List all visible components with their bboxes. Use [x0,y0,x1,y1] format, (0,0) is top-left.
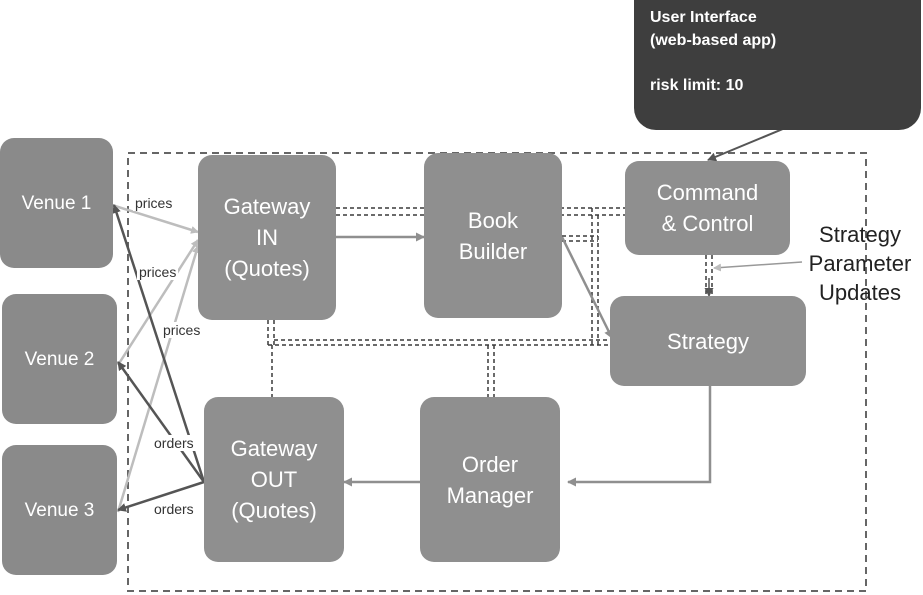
venue-1-box[interactable]: Venue 1 [0,138,113,268]
user-interface-box[interactable]: User Interface (web-based app) risk limi… [634,0,921,130]
parameter-updates-pointer [713,261,803,272]
control-bus-lines [267,207,713,397]
order-manager-label: Order Manager [446,451,534,508]
prices-label-venue-3: prices [161,322,203,338]
orders-label-upper: orders [152,435,196,451]
gateway-out-label: Gateway OUT (Quotes) [230,436,318,523]
prices-lines [111,203,200,513]
strategy-label: Strategy [667,328,749,354]
user-interface-title: User Interface [650,9,757,26]
book-builder-label: Book Builder [458,207,528,264]
gateway-out-box[interactable]: Gateway OUT (Quotes) [204,397,344,562]
venue-1-label: Venue 1 [21,192,92,214]
strategy-parameter-updates-label: Strategy Parameter Updates [808,222,912,305]
gateway-in-box[interactable]: Gateway IN (Quotes) [198,155,336,320]
venue-2-box[interactable]: Venue 2 [2,294,117,424]
command-control-box[interactable]: Command & Control [625,161,790,255]
venue-3-box[interactable]: Venue 3 [2,445,117,575]
prices-label-venue-1: prices [133,195,175,211]
command-control-label: Command & Control [656,180,759,236]
orders-label-lower: orders [152,501,196,517]
book-builder-box[interactable]: Book Builder [424,153,562,318]
flow-lines [336,232,712,487]
prices-label-venue-2: prices [137,264,179,280]
gateway-in-label: Gateway IN (Quotes) [223,194,311,281]
strategy-box[interactable]: Strategy [610,296,806,386]
venue-2-label: Venue 2 [24,348,95,370]
order-manager-box[interactable]: Order Manager [420,397,560,562]
venue-3-label: Venue 3 [24,499,95,521]
risk-limit-value: risk limit: 10 [650,77,744,94]
ui-to-command-line [707,125,791,162]
user-interface-subtitle: (web-based app) [650,32,777,49]
